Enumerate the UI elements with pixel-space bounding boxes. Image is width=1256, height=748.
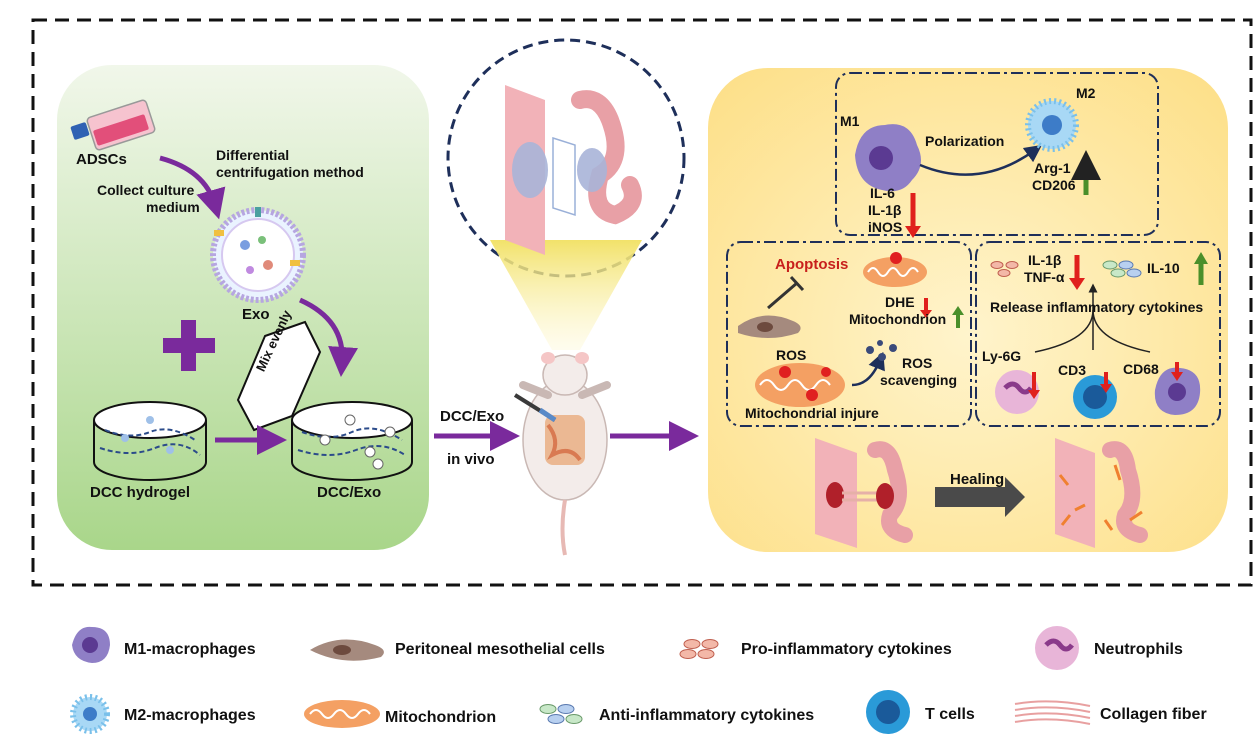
legend-anti-inflammatory: Anti-inflammatory cytokines [599,707,815,724]
anti-cytokine-cluster [1102,260,1142,278]
exo-label: Exo [242,306,270,323]
apoptosis-label: Apoptosis [775,256,849,273]
t-cell [1073,375,1117,419]
medium-label: medium [146,199,200,215]
release-label: Release inflammatory cytokines [990,299,1204,315]
mix-arrow [298,297,359,377]
healing-label: Healing [950,471,1005,488]
legend-collagen-fiber: Collagen fiber [1100,706,1207,723]
differential-label: Differential [216,147,290,163]
dhe-label: DHE [885,294,915,310]
inos-label: iNOS [868,219,903,235]
legend-t-cells: T cells [925,706,975,723]
right-panel-bg [708,68,1228,552]
pro-inflammatory-icon [679,639,719,659]
ros-scavenging-label-2: scavenging [880,372,958,388]
cd206-label: CD206 [1032,177,1076,193]
dcc-exo-icon [291,401,413,481]
m2-label: M2 [1076,85,1096,101]
pro-cytokine-cluster [990,261,1019,277]
cytokine-box [975,241,1221,427]
collect-culture-label: Collect culture [97,182,195,198]
il1b-cyto-label: IL-1β [1028,252,1062,268]
neutrophil-icon [1035,626,1079,670]
neutrophil-cell [995,370,1039,414]
dcc-hydrogel-icon [93,401,207,481]
legend-mesothelial: Peritoneal mesothelial cells [395,641,605,658]
polarization-label: Polarization [925,133,1005,149]
m2-macrophage-cell [1025,98,1079,152]
collect-arrow [159,155,226,220]
arg1-label: Arg-1 [1034,160,1071,176]
centrifugation-label: centrifugation method [216,164,364,180]
cd3-label: CD3 [1058,362,1087,378]
rat-icon [513,352,611,556]
legend-m2-macrophages: M2-macrophages [124,707,256,724]
cd68-label: CD68 [1123,361,1159,377]
outer-dashed-frame [31,18,1253,587]
cd68-macrophage-cell [1154,367,1201,415]
m1-label: M1 [840,113,860,129]
mitochondrion-icon [304,700,380,728]
middle-dcc-exo-label: DCC/Exo [440,408,505,425]
damaged-mitochondrion [755,363,845,407]
legend-mitochondrion: Mitochondrion [385,709,497,726]
m1-macrophage-icon [72,626,110,663]
implant-site-icon [505,85,642,255]
injury-before-icon [815,438,913,548]
ros-particles [866,340,897,361]
healed-icon [1055,438,1148,548]
inhibit-line [767,281,798,310]
exosome-icon [210,207,306,303]
il1b-label: IL-1β [868,202,902,218]
mito-injure-label: Mitochondrial injure [745,405,879,421]
ros-box [726,241,972,427]
ly6g-label: Ly-6G [982,348,1022,364]
ros-label: ROS [776,347,807,363]
legend-neutrophils: Neutrophils [1094,641,1183,658]
polarization-arrow [919,144,1043,176]
healing-arrow [935,477,1025,517]
t-cell-icon [866,690,910,734]
tnfa-label: TNF-α [1024,269,1065,285]
mitochondrion-label: Mitochondrion [849,311,947,327]
polarization-box [835,72,1159,236]
adscs-label: ADSCs [76,151,127,168]
dcc-hydrogel-label: DCC hydrogel [90,484,191,501]
in-vivo-label: in vivo [447,451,495,468]
dcc-exo-label: DCC/Exo [317,484,382,501]
plus-icon [163,320,215,371]
mitochondrion-top [863,252,927,287]
il10-label: IL-10 [1147,260,1180,276]
collagen-fiber-icon [1014,700,1091,725]
mesothelial-cell-icon [310,639,384,661]
anti-inflammatory-icon [539,704,583,724]
mesothelial-cell [738,315,801,338]
il6-label: IL-6 [870,185,895,201]
m2-macrophage-icon [70,694,110,734]
ros-scavenging-label-1: ROS [902,355,933,371]
culture-flask-icon [70,99,156,151]
scavenging-arrow [851,351,885,387]
m1-macrophage-cell [855,124,921,192]
legend-m1-macrophages: M1-macrophages [124,641,256,658]
mix-evenly-box [236,320,322,432]
legend-pro-inflammatory: Pro-inflammatory cytokines [741,641,952,658]
zoom-cone [490,240,642,350]
